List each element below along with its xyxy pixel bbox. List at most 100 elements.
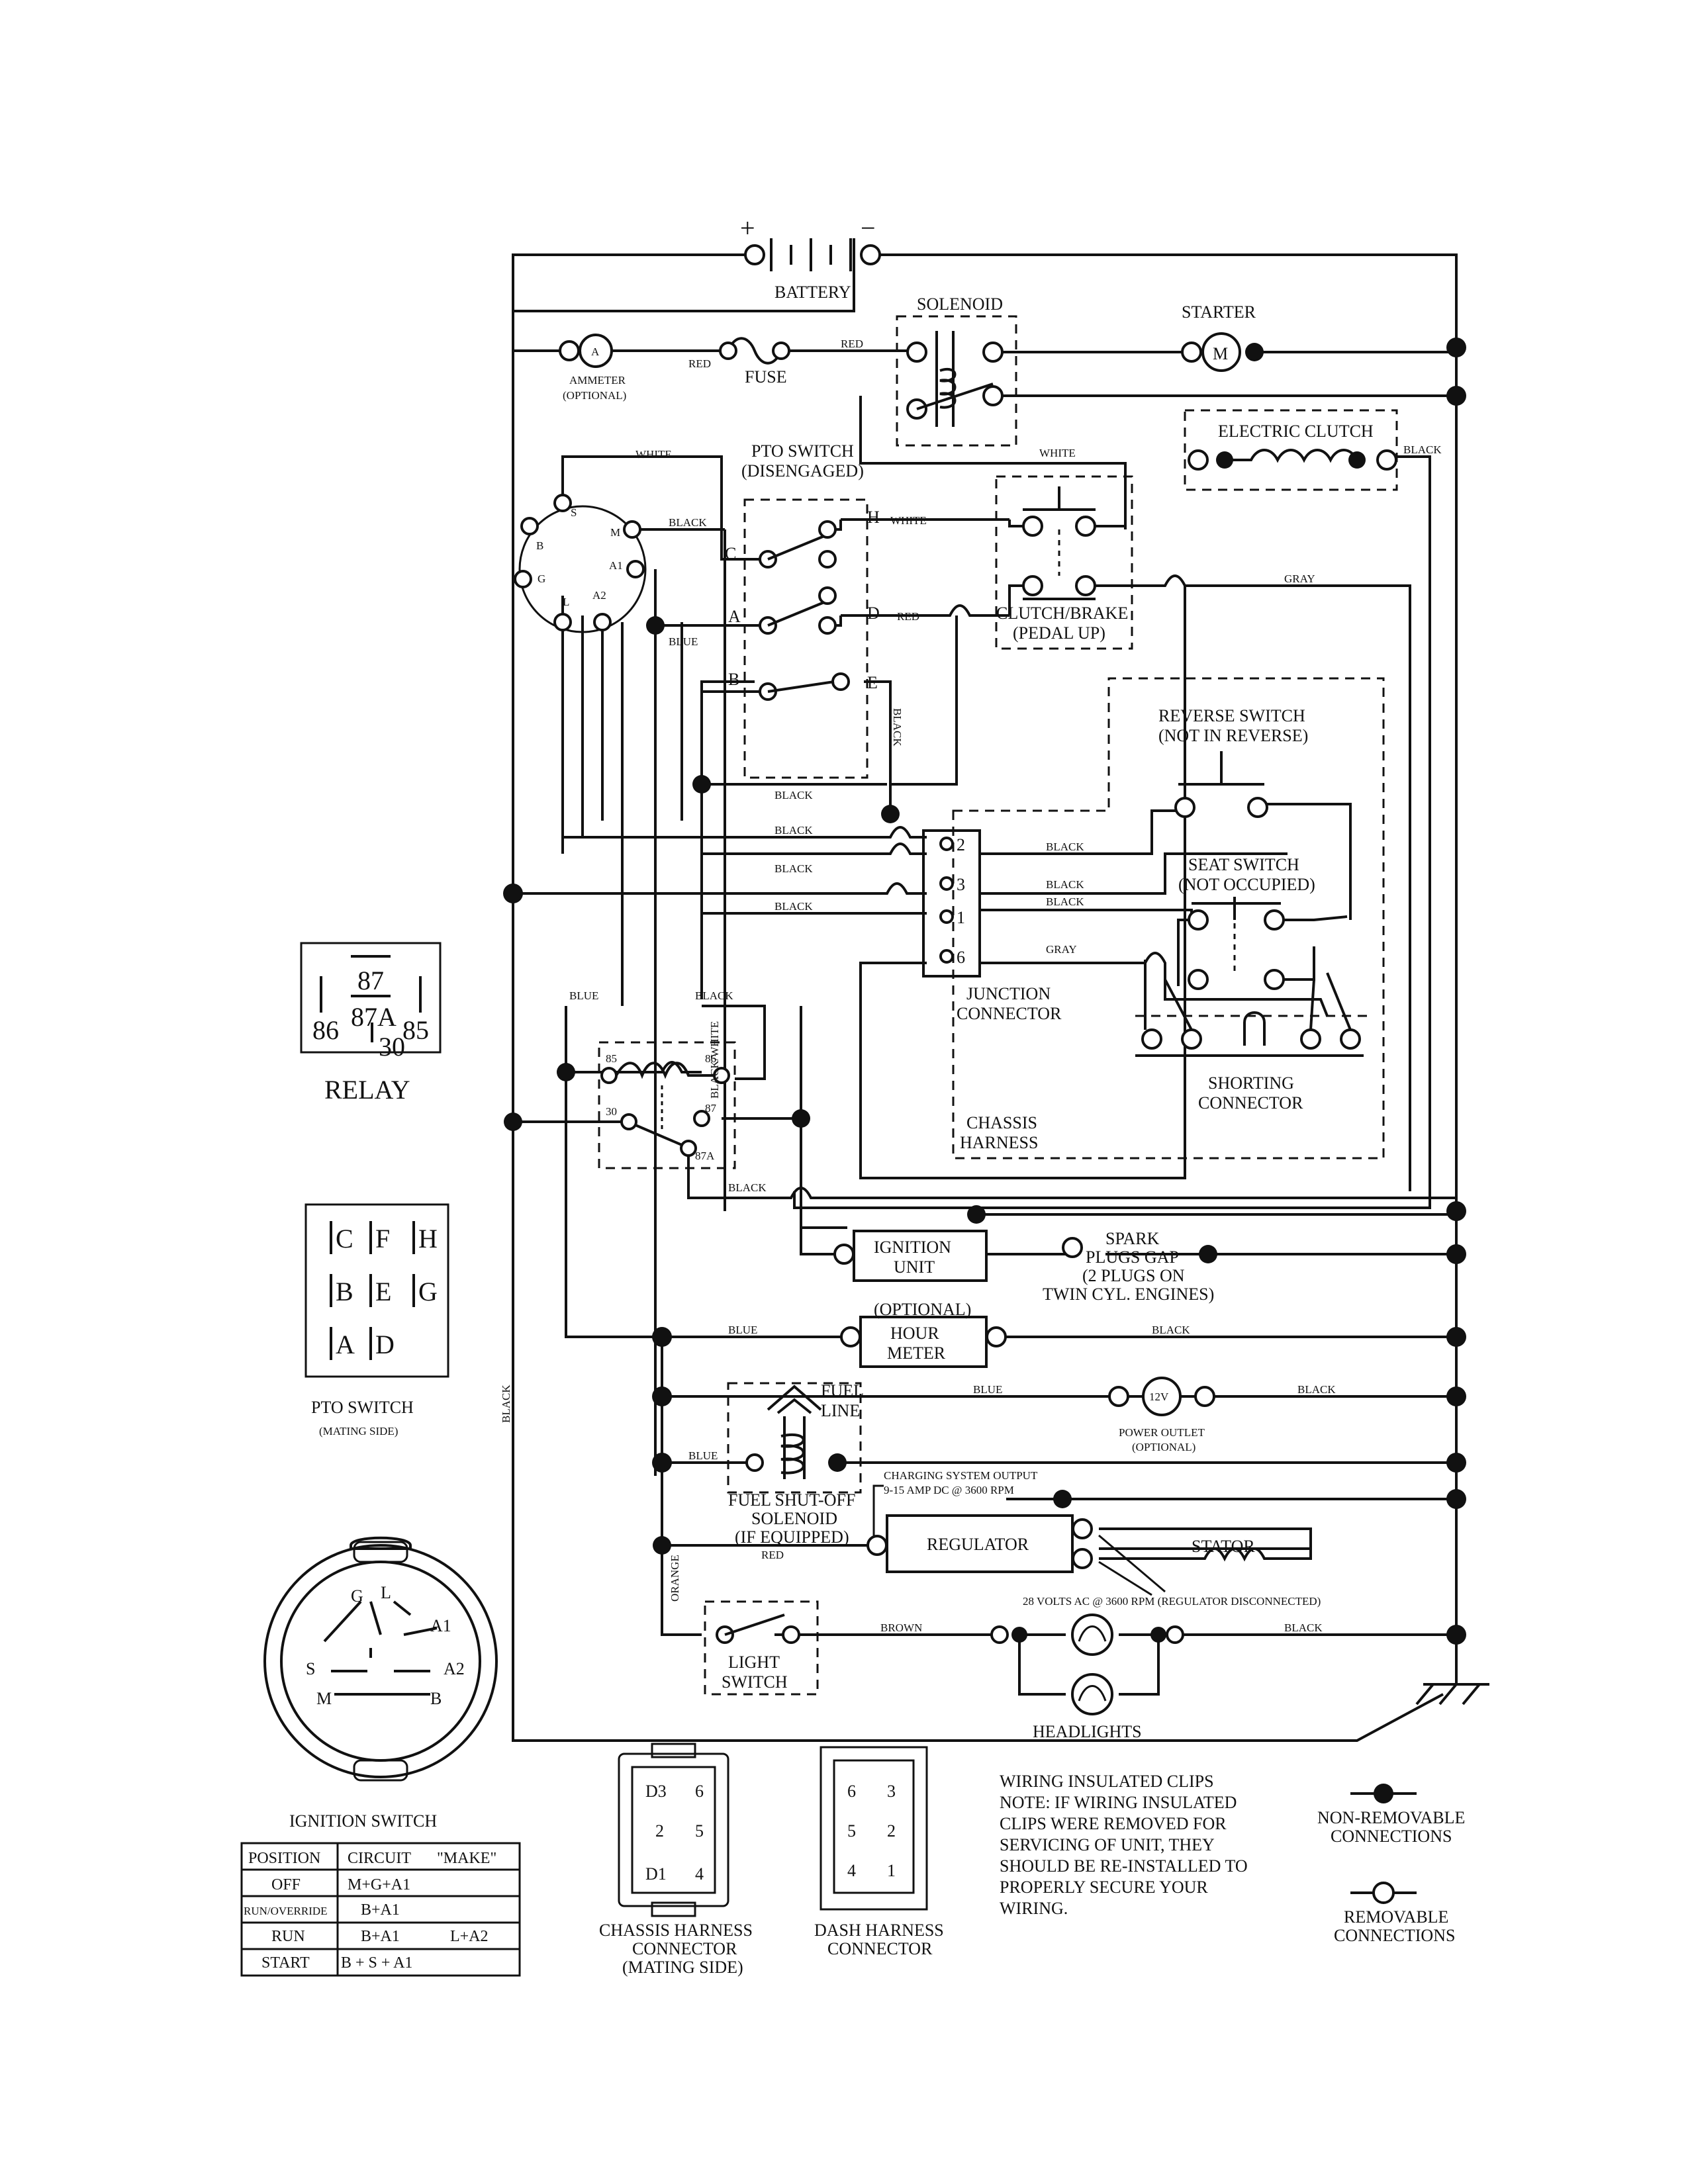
relay-face-87: 87 (357, 966, 384, 995)
battery-pos-terminal (744, 244, 765, 265)
starter: STARTER M (1181, 302, 1264, 372)
wire-black-2: BLACK (774, 824, 813, 837)
relay-face-30: 30 (379, 1032, 405, 1062)
relay-term-86: 86 (705, 1052, 716, 1065)
spark-label-3: (2 PLUGS ON (1082, 1266, 1185, 1285)
chassis-pin-4: 4 (695, 1864, 704, 1884)
charging-output-label: CHARGING SYSTEM OUTPUT (884, 1469, 1038, 1482)
spark-label-2: PLUGS GAP (1086, 1248, 1179, 1267)
table-row-position: RUN/OVERRIDE (244, 1905, 328, 1917)
note-line-2: NOTE: IF WIRING INSULATED (1000, 1793, 1237, 1812)
wire-black-left: BLACK (500, 1385, 512, 1423)
electric-clutch: ELECTRIC CLUTCH BLACK (1184, 409, 1442, 491)
headlights-label: HEADLIGHTS (1033, 1722, 1142, 1741)
shorting-label: SHORTING (1208, 1073, 1294, 1093)
wire-blue-relay: BLUE (569, 989, 598, 1002)
pto-pin-b: B (336, 1277, 353, 1306)
starter-motor-icon (1201, 332, 1241, 372)
ignition-switch-label: IGNITION SWITCH (289, 1811, 437, 1831)
dash-pin-1: 1 (887, 1861, 896, 1880)
chassis-pin-5: 5 (695, 1821, 704, 1841)
legend-nonrem-2: CONNECTIONS (1331, 1827, 1452, 1846)
ign-face-g: G (351, 1586, 363, 1606)
junction-pin-2: 2 (957, 835, 965, 854)
ignition-table: POSITION CIRCUIT "MAKE" OFF M+G+A1 RUN/O… (240, 1842, 521, 1977)
legend-rem-1: REMOVABLE (1344, 1907, 1448, 1927)
wire-orange: ORANGE (669, 1555, 681, 1602)
starter-label: STARTER (1182, 302, 1256, 322)
relay-face-86: 86 (312, 1015, 339, 1045)
wire-black-outlet: BLACK (1297, 1383, 1336, 1396)
harness-label: HARNESS (960, 1133, 1038, 1152)
dash-conn-label-1: DASH HARNESS (814, 1921, 944, 1940)
chassis-pin-2: 2 (655, 1821, 664, 1841)
if-equipped-label: (IF EQUIPPED) (735, 1527, 849, 1547)
pto-pin-e: E (375, 1277, 391, 1306)
wire-black-head: BLACK (1284, 1621, 1323, 1634)
ign-term-a1: A1 (609, 559, 623, 572)
chassis-conn-label-2: CONNECTOR (632, 1939, 737, 1958)
wire-white-3: WHITE (1039, 447, 1076, 459)
wire-black-clutch: BLACK (1403, 443, 1442, 456)
reverse-switch-label: REVERSE SWITCH (1158, 706, 1305, 725)
pto-pin-h: H (418, 1224, 438, 1253)
fuse-label: FUSE (745, 367, 787, 387)
wire-blue-ign: BLUE (669, 635, 698, 648)
chassis-pin-d1: D1 (645, 1864, 667, 1884)
wire-black-j2: BLACK (1046, 878, 1084, 891)
relay-face: 87 87A 86 85 30 RELAY (300, 942, 442, 1105)
wire-red-1: RED (688, 357, 711, 370)
chassis-harness-box: REVERSE SWITCH (NOT IN REVERSE) SEAT SWI… (922, 677, 1385, 1160)
power-outlet: BLUE 12V BLACK POWER OUTLET (OPTIONAL) (973, 1377, 1336, 1453)
dash-conn-label-2: CONNECTOR (827, 1939, 933, 1958)
wire-red-2: RED (841, 338, 863, 350)
ammeter: A AMMETER (OPTIONAL) FUSE RED RED (559, 334, 863, 402)
pto-pin-a: A (336, 1330, 355, 1359)
wire-black-3: BLACK (774, 862, 813, 875)
dash-pin-5: 5 (847, 1821, 856, 1841)
solenoid: SOLENOID (896, 295, 1017, 447)
relay-term-85: 85 (606, 1052, 617, 1065)
ign-face-m: M (316, 1689, 332, 1708)
dash-harness-connector: 6 3 5 2 4 1 DASH HARNESS CONNECTOR (814, 1746, 944, 1958)
ign-term-g: G (538, 572, 545, 585)
pto-term-e: E (867, 673, 878, 692)
charging-amp-label: 9-15 AMP DC @ 3600 RPM (884, 1484, 1014, 1496)
table-row-position: RUN (271, 1928, 305, 1945)
pto-switch-label: PTO SWITCH (751, 441, 854, 461)
ign-term-m: M (610, 526, 620, 539)
relay-schematic: 85 86 30 87 87A BLUE BLACK BLACK BLACK/W… (500, 989, 810, 1423)
note-line-1: WIRING INSULATED CLIPS (1000, 1772, 1214, 1791)
wire-blue-outlet: BLUE (973, 1383, 1002, 1396)
pto-pin-d: D (375, 1330, 395, 1359)
line-label: LINE (821, 1401, 860, 1420)
removable-icon (1372, 1882, 1395, 1904)
junction-pin-3: 3 (957, 875, 965, 894)
junction-connector-label: CONNECTOR (957, 1004, 1062, 1023)
solenoid-label: SOLENOID (917, 295, 1003, 314)
bus-dots (503, 338, 1466, 1645)
dash-pin-6: 6 (847, 1782, 856, 1801)
pto-mating-title: PTO SWITCH (311, 1398, 414, 1417)
chassis-label: CHASSIS (966, 1113, 1037, 1132)
wire-gray-1: GRAY (1284, 572, 1315, 585)
table-header-circuit: CIRCUIT (348, 1850, 411, 1867)
ign-term-s: S (571, 506, 577, 519)
table-row-circuit: M+G+A1 (348, 1876, 410, 1893)
dash-pin-4: 4 (847, 1861, 856, 1880)
not-occupied-label: (NOT OCCUPIED) (1178, 875, 1315, 894)
battery-label: BATTERY (774, 283, 851, 302)
pto-term-a: A (728, 607, 741, 626)
ammeter-a: A (591, 345, 600, 358)
wire-black-j3: BLACK (1046, 895, 1084, 908)
pto-pin-g: G (418, 1277, 438, 1306)
table-header-position: POSITION (248, 1850, 320, 1867)
starter-m-label: M (1213, 344, 1228, 363)
note-line-3: CLIPS WERE REMOVED FOR (1000, 1814, 1227, 1833)
chassis-harness-connector: D3 6 2 5 D1 4 CHASSIS HARNESS CONNECTOR … (599, 1743, 753, 1977)
wire-black-relay: BLACK (695, 989, 733, 1002)
table-row-position: OFF (271, 1876, 301, 1893)
wire-black-4: BLACK (774, 900, 813, 913)
pedal-up-label: (PEDAL UP) (1013, 623, 1105, 643)
